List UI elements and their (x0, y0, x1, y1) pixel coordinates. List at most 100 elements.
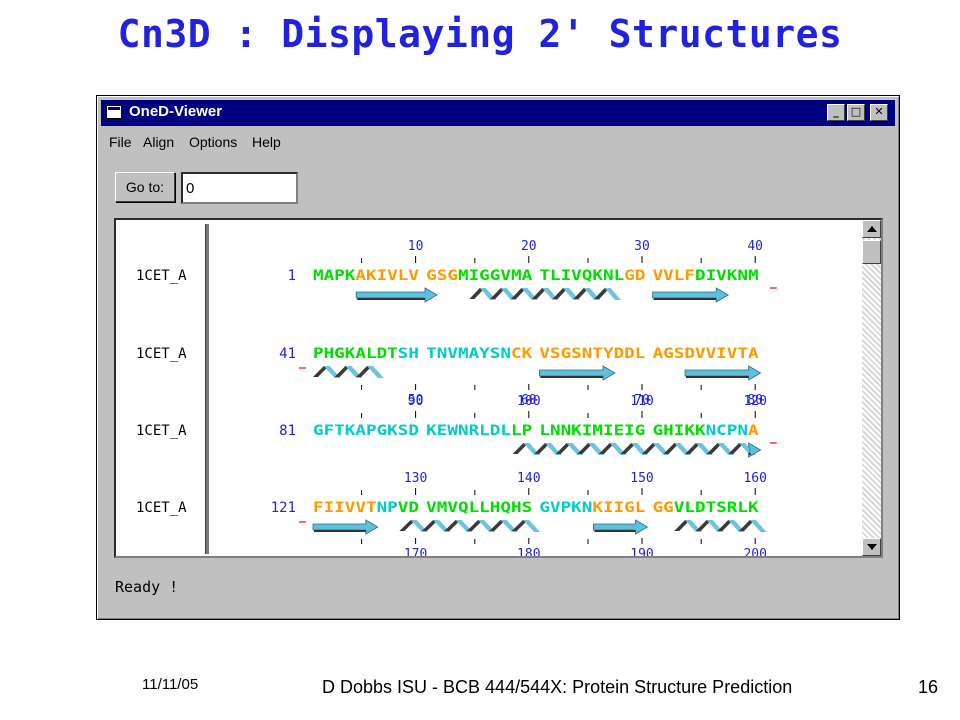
residue: T (387, 346, 398, 362)
position-tick-label: 40 (747, 239, 763, 254)
residue: T (706, 500, 717, 516)
residue: G (624, 500, 635, 516)
residue: G (663, 346, 674, 362)
residue: D (408, 500, 419, 516)
close-button[interactable]: ✕ (870, 104, 888, 121)
residue: G (653, 423, 664, 439)
position-tick-label: 30 (634, 239, 650, 254)
helix-segment-front (323, 366, 341, 378)
minimize-button[interactable]: _ (827, 104, 845, 121)
menu-align[interactable]: Align (143, 134, 175, 150)
residue: V (345, 500, 356, 516)
helix-segment-front (685, 520, 702, 532)
close-icon: ✕ (874, 105, 884, 118)
helix-segment-back (466, 520, 484, 531)
go-to-button[interactable]: Go to: (115, 172, 175, 202)
helix-segment-front (706, 520, 724, 532)
residue: W (447, 423, 458, 439)
title-bar[interactable]: OneD-Viewer _ □ ✕ (101, 100, 895, 126)
residue: C (511, 346, 522, 362)
residue: S (398, 346, 409, 362)
menu-file[interactable]: File (109, 134, 132, 150)
residue: F (324, 423, 335, 439)
residue: D (614, 346, 625, 362)
residue: L (398, 268, 409, 284)
slide-title: Cn3D : Displaying 2' Structures (117, 12, 843, 56)
sequence-start-number: 1 (288, 268, 296, 284)
helix-segment-front (522, 520, 541, 532)
residue: A (355, 346, 366, 362)
residue: N (603, 268, 614, 284)
helix-segment-front (604, 288, 621, 300)
app-window-icon[interactable] (106, 105, 122, 119)
oned-viewer-window: OneD-Viewer _ □ ✕ File Align Options Hel… (96, 95, 900, 620)
residue: T (366, 500, 377, 516)
residue: M (313, 268, 324, 284)
residue: N (458, 423, 469, 439)
residue: M (458, 346, 469, 362)
residue: L (479, 500, 490, 516)
maximize-button[interactable]: □ (847, 104, 865, 121)
residue: V (716, 268, 727, 284)
residue: D (377, 346, 388, 362)
helix-segment-back (641, 443, 658, 454)
helix-segment-front (609, 443, 627, 455)
residue: G (426, 268, 437, 284)
vertical-scrollbar[interactable] (862, 220, 881, 556)
residue: M (592, 423, 603, 439)
helix-segment-back (421, 520, 439, 531)
helix-segment-front (631, 443, 648, 455)
position-tick-label: 190 (630, 547, 653, 556)
residue: A (355, 423, 366, 439)
scroll-thumb[interactable] (862, 240, 881, 264)
helix-segment-back (490, 288, 506, 299)
helix-segment-front (455, 520, 473, 532)
slide-date: 11/11/05 (142, 676, 199, 693)
helix-segment-back (728, 443, 745, 454)
residue: G (539, 500, 550, 516)
scroll-up-button[interactable] (862, 220, 881, 238)
scroll-down-button[interactable] (862, 538, 881, 556)
residue: S (674, 346, 685, 362)
residue: N (582, 500, 593, 516)
residue: G (377, 423, 388, 439)
residue: V (706, 346, 717, 362)
helix-segment-back (489, 520, 506, 531)
menu-options[interactable]: Options (189, 134, 238, 150)
residue: S (490, 346, 501, 362)
residue: I (716, 346, 727, 362)
residue: R (727, 500, 738, 516)
helix-segment-front (749, 520, 767, 532)
residue: K (345, 423, 356, 439)
residue: G (479, 268, 490, 284)
helix-segment-back (555, 443, 572, 454)
residue: T (334, 423, 345, 439)
residue: G (653, 500, 664, 516)
pane-divider[interactable] (205, 224, 209, 554)
helix-segment-front (728, 520, 745, 532)
residue: E (437, 423, 448, 439)
residue: G (447, 268, 458, 284)
residue: V (727, 346, 738, 362)
helix-segment-back (511, 520, 528, 531)
residue: V (663, 268, 674, 284)
helix-segment-front (345, 366, 363, 378)
residue: Q (582, 268, 593, 284)
menu-help[interactable]: Help (252, 134, 281, 150)
helix-segment-front (367, 366, 384, 378)
helix-segment-back (444, 520, 461, 531)
helix-segment-back (577, 443, 594, 454)
residue: D (490, 423, 501, 439)
go-to-input[interactable] (181, 172, 298, 204)
residue: F (313, 500, 324, 516)
residue: K (345, 268, 356, 284)
residue: D (635, 268, 646, 284)
residue: L (511, 423, 522, 439)
residue: S (398, 423, 409, 439)
